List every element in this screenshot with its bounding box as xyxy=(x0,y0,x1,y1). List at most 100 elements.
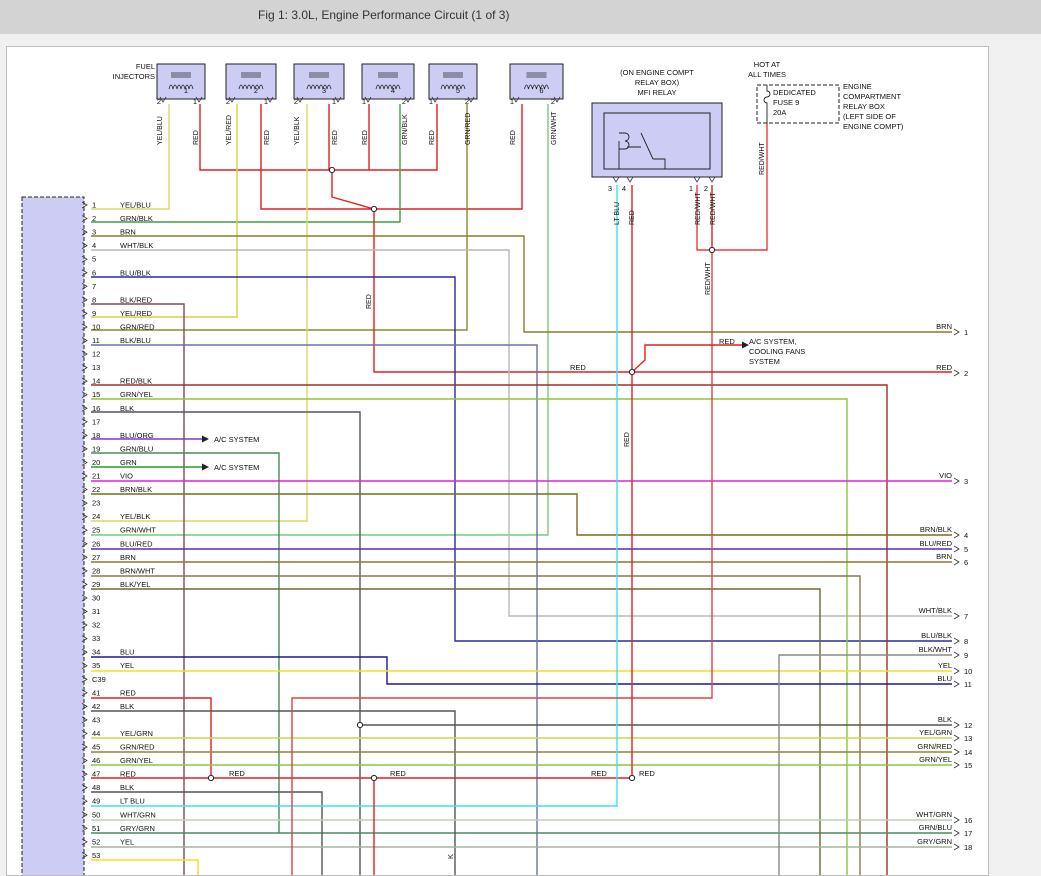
pin-chevron xyxy=(81,635,88,642)
pin-chevron xyxy=(81,730,88,737)
right-connector-wire-label: BLU/RED xyxy=(919,539,952,548)
injector-wire-label: RED xyxy=(264,130,271,145)
ecm-pin-wire-label: YEL/BLU xyxy=(120,201,151,210)
injector-wire-label: RED xyxy=(429,130,436,145)
ecm-pin-wire-label: GRN/YEL xyxy=(120,390,153,399)
right-connector-chevron xyxy=(953,651,960,659)
right-connector-chevron xyxy=(953,477,960,485)
relay-label: (ON ENGINE COMPT xyxy=(620,68,694,77)
right-connector-number: 15 xyxy=(964,761,972,770)
ecm-pin-wire-label: BLK/BLU xyxy=(120,336,151,345)
relay-pin-number: 3 xyxy=(608,184,612,193)
ecm-pin-number: 6 xyxy=(92,268,96,277)
ecm-pin-number: 18 xyxy=(92,431,100,440)
mfi-relay-box xyxy=(591,102,723,178)
right-connector-wire-label: BRN xyxy=(936,322,952,331)
splice-dot xyxy=(370,774,378,782)
pin-chevron xyxy=(81,323,88,331)
ecm-pin-wire-label: BLU/RED xyxy=(120,539,153,548)
pin-chevron xyxy=(81,255,88,263)
wire xyxy=(91,493,952,536)
ecm-pin-number: 1 xyxy=(92,201,96,210)
ecm-pin-number: 15 xyxy=(92,390,100,399)
ecm-pin-wire-label: BLU xyxy=(120,648,135,657)
right-connector-number: 3 xyxy=(964,477,968,486)
ecm-pin-wire-label: RED/BLK xyxy=(120,377,152,386)
fuse-box-label: ENGINE COMPT) xyxy=(843,122,904,131)
ecm-pin-wire-label: LT BLU xyxy=(120,797,145,806)
pin-chevron xyxy=(81,418,88,426)
ecm-pin-number: 50 xyxy=(92,810,100,819)
ecm-pin-number: 23 xyxy=(92,499,100,508)
pin-chevron xyxy=(81,621,88,629)
pin-chevron xyxy=(693,176,701,183)
coil-icon xyxy=(440,84,466,90)
wire xyxy=(331,104,523,210)
splice-dot xyxy=(328,166,336,174)
pin-chevron xyxy=(81,743,88,751)
pin-chevron xyxy=(81,445,88,453)
wires-layer xyxy=(91,104,952,875)
ecm-pin-wire-label: GRN/BLU xyxy=(120,444,153,453)
fuse-box-label: RELAY BOX xyxy=(843,102,885,111)
right-connector-number: 2 xyxy=(964,369,968,378)
pin-chevron xyxy=(81,716,88,724)
ecm-pin-wire-label: RED xyxy=(120,770,136,779)
pin-chevron xyxy=(553,96,561,103)
right-connector-number: 12 xyxy=(964,721,972,730)
right-connector-wire-label: BLU/BLK xyxy=(921,631,952,640)
ecm-pin-number: 21 xyxy=(92,472,100,481)
wire-color-label: RED xyxy=(570,363,586,372)
right-connector-wire-label: BLU xyxy=(937,674,952,683)
right-connector-wire-label: BRN/BLK xyxy=(920,525,952,534)
ecm-pin-number: 20 xyxy=(92,458,100,467)
fuse-hot-label: ALL TIMES xyxy=(748,70,786,79)
pin-chevron xyxy=(296,96,304,103)
ecm-pin-wire-label: WHT/BLK xyxy=(120,241,153,250)
ecm-pin-number: 46 xyxy=(92,756,100,765)
ecm-pin-number: 13 xyxy=(92,363,100,372)
right-connector-wire-label: WHT/BLK xyxy=(919,606,952,615)
injector-number: 3 xyxy=(322,86,326,95)
right-connector-chevron xyxy=(953,531,960,539)
pin-chevron xyxy=(228,96,236,103)
pin-chevron xyxy=(81,228,88,236)
mfi-relay-inner xyxy=(603,112,711,170)
injector-wire-label: YEL/RED xyxy=(226,115,233,145)
ecm-pin-wire-label: YEL xyxy=(120,661,134,670)
injector-pin-number: 2 xyxy=(157,97,161,106)
injector-box xyxy=(293,63,345,100)
pin-chevron xyxy=(81,432,88,439)
splice-dot xyxy=(207,774,215,782)
ecm-pin-wire-label: BLK xyxy=(120,702,134,711)
injector-pin-number: 2 xyxy=(226,97,230,106)
wire xyxy=(91,344,538,875)
relay-switch-icon xyxy=(618,132,666,169)
ecm-pin-wire-label: GRY/GRN xyxy=(120,824,155,833)
ecm-pin-number: 35 xyxy=(92,661,100,670)
pin-chevron xyxy=(81,513,88,520)
fuse-wire-label: RED/WHT xyxy=(759,142,766,175)
wire-color-label: RED xyxy=(624,432,631,447)
wire xyxy=(91,276,952,642)
injector-pin-number: 1 xyxy=(510,97,514,106)
pin-chevron xyxy=(81,201,88,209)
injector-wire-label: GRN/RED xyxy=(465,113,472,145)
right-connector-chevron xyxy=(953,545,960,553)
coil-icon xyxy=(306,84,332,90)
right-connector-number: 10 xyxy=(964,667,972,676)
pin-chevron xyxy=(81,824,88,832)
injector-wire-label: RED xyxy=(332,130,339,145)
ecm-pin-wire-label: BRN/BLK xyxy=(120,485,152,494)
injector-wire-label: RED xyxy=(362,130,369,145)
pin-chevron xyxy=(81,526,88,534)
wire-color-label: RED/WHT xyxy=(705,262,712,295)
injector-wire-label: RED xyxy=(193,130,200,145)
right-connector-wire-label: GRY/GRN xyxy=(917,837,952,846)
injector-box xyxy=(428,63,478,100)
pin-chevron xyxy=(626,176,634,183)
fuse-box-label: COMPARTMENT xyxy=(843,92,901,101)
injectors-label: FUEL xyxy=(136,62,155,71)
right-connector-number: 16 xyxy=(964,816,972,825)
right-connector-number: 6 xyxy=(964,558,968,567)
